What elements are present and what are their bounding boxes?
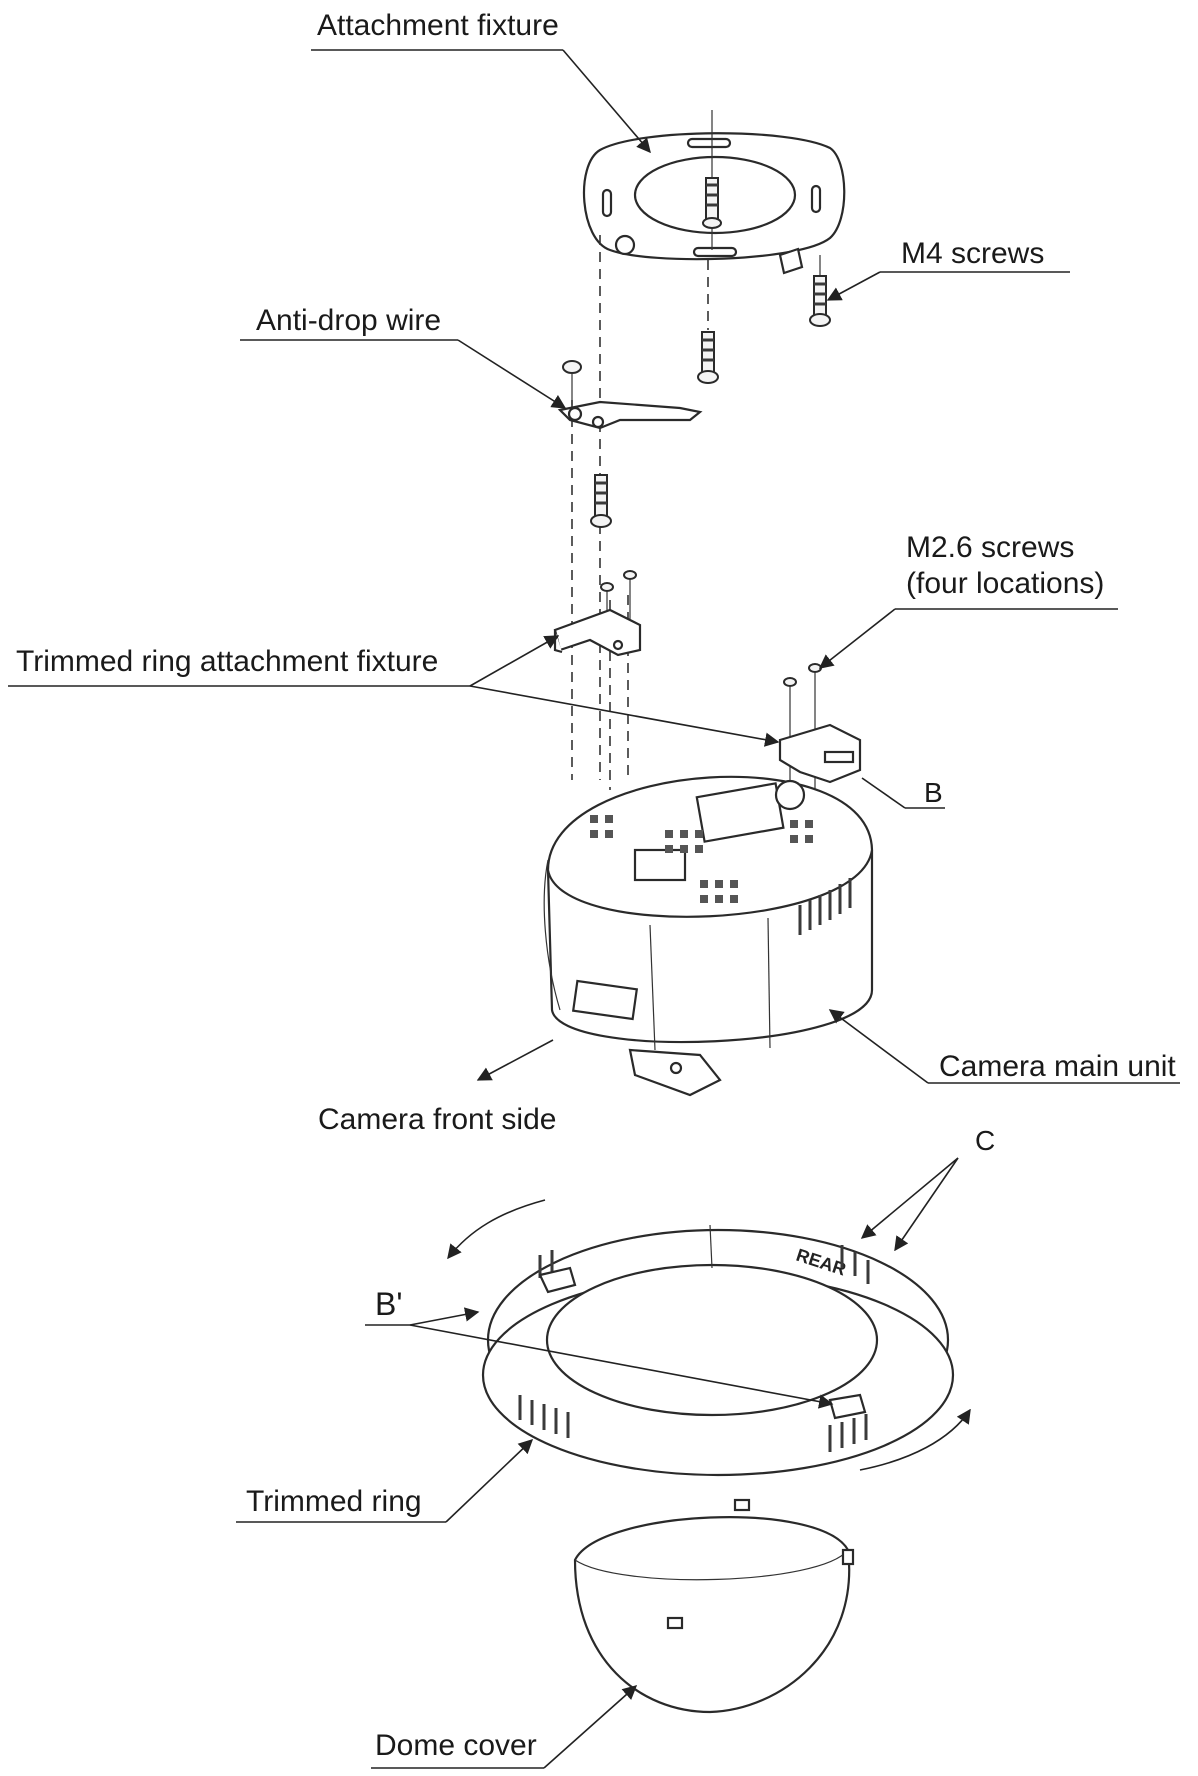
label-anti-drop-wire: Anti-drop wire bbox=[256, 304, 442, 337]
camera-main-unit-body bbox=[543, 775, 874, 1097]
label-trimmed-ring: Trimmed ring bbox=[246, 1485, 422, 1518]
ring-ribs bbox=[518, 1245, 870, 1452]
dome-cover-part bbox=[573, 1498, 855, 1714]
trimmed-ring-part: REAR bbox=[447, 1199, 971, 1477]
label-c: C bbox=[975, 1125, 996, 1156]
top-grid-holes bbox=[590, 815, 813, 903]
label-camera-main-unit: Camera main unit bbox=[939, 1050, 1176, 1083]
center-screw bbox=[702, 110, 722, 250]
label-m4-screws: M4 screws bbox=[901, 237, 1045, 270]
trimmed-ring-bracket-right bbox=[778, 663, 862, 860]
leader-lines bbox=[8, 49, 1180, 1769]
label-trimmed-ring-attachment-fixture: Trimmed ring attachment fixture bbox=[16, 645, 439, 678]
anti-drop-wire-part bbox=[557, 360, 703, 430]
anti-drop-screw bbox=[590, 474, 612, 528]
m4-screw-right bbox=[809, 255, 831, 327]
side-vents bbox=[798, 878, 852, 935]
label-camera-front-side: Camera front side bbox=[318, 1103, 557, 1136]
m4-screw-center bbox=[697, 331, 719, 384]
label-m26-locations: (four locations) bbox=[906, 567, 1105, 600]
label-b-prime: B' bbox=[375, 1286, 403, 1322]
label-b: B bbox=[924, 777, 943, 808]
label-attachment-fixture: Attachment fixture bbox=[317, 9, 559, 42]
label-dome-cover: Dome cover bbox=[375, 1729, 537, 1762]
label-m26-screws: M2.6 screws bbox=[906, 531, 1075, 564]
